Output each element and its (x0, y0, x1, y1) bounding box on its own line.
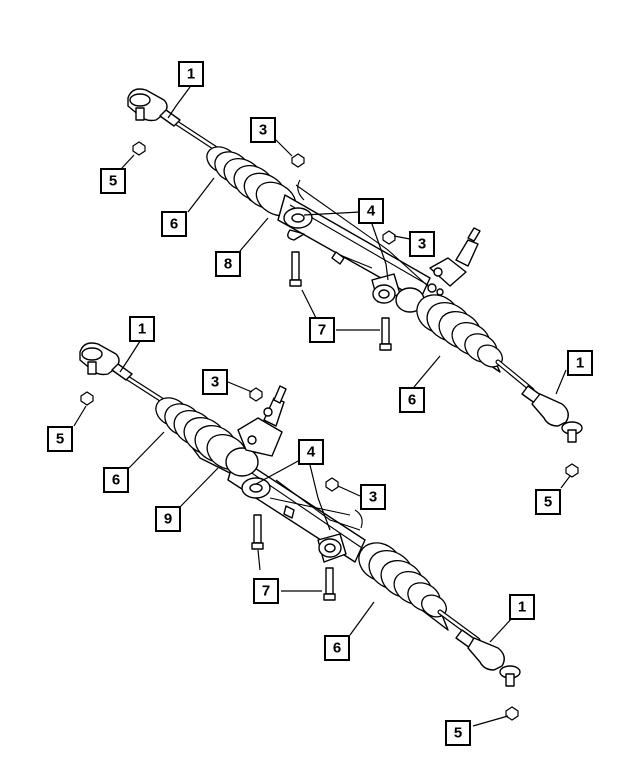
boot-lower-left (155, 397, 248, 479)
callout-label: 5 (544, 494, 552, 511)
rack-housing-lower (225, 385, 366, 563)
upper-rack-assembly (127, 88, 583, 478)
bolt-upper-a (289, 251, 302, 287)
callout-box: 1 (509, 594, 535, 620)
callout-label: 4 (367, 203, 376, 220)
callout-box: 6 (324, 635, 350, 661)
nut-upper-a (291, 153, 305, 168)
callout-label: 1 (518, 599, 526, 616)
leader-lines (73, 86, 571, 727)
callout-label: 7 (262, 583, 270, 600)
tie-rod-end-upper-left (127, 88, 181, 127)
tie-rod-end-lower-right (455, 629, 521, 687)
callout-label: 9 (164, 511, 172, 528)
callout-label: 1 (187, 66, 195, 83)
bolt-lower-a (251, 514, 264, 550)
callout-box: 3 (250, 117, 276, 143)
callout-box: 6 (103, 467, 129, 493)
callout-label: 7 (318, 322, 326, 339)
boot-upper-right (416, 294, 503, 373)
callout-label: 3 (259, 122, 267, 139)
callout-label: 5 (56, 431, 64, 448)
boot-upper-left (206, 146, 297, 221)
callout-label: 3 (418, 236, 426, 253)
callout-label: 6 (112, 472, 120, 489)
boot-lower-right (358, 542, 449, 631)
callout-label: 3 (369, 489, 377, 506)
callout-box: 5 (535, 489, 561, 515)
callout-box: 3 (409, 231, 435, 257)
nut-lower-d (505, 706, 519, 721)
nut-upper-c (132, 141, 146, 156)
callout-box: 9 (155, 506, 181, 532)
callout-label: 4 (307, 444, 316, 461)
tie-rod-end-lower-left (79, 342, 133, 381)
lower-rack-assembly (79, 342, 521, 721)
callout-box: 1 (567, 350, 593, 376)
callout-box: 3 (360, 484, 386, 510)
callouts: 1 3 5 6 4 3 8 7 6 1 5 1 3 5 6 4 9 3 7 6 … (47, 61, 593, 746)
callout-box: 3 (202, 369, 228, 395)
nut-lower-b (325, 477, 339, 492)
callout-box: 7 (253, 578, 279, 604)
callout-box: 4 (358, 198, 384, 224)
callout-box: 5 (100, 168, 126, 194)
callout-box: 5 (445, 720, 471, 746)
nut-upper-d (565, 463, 579, 478)
callout-box: 7 (309, 317, 335, 343)
callout-box: 8 (215, 251, 241, 277)
callout-label: 1 (576, 355, 584, 372)
callout-box: 5 (47, 426, 73, 452)
callout-box: 6 (161, 211, 187, 237)
callout-box: 1 (129, 316, 155, 342)
bolt-lower-b (323, 567, 336, 601)
rack-housing-upper (277, 179, 481, 313)
callout-label: 6 (408, 392, 416, 409)
callout-box: 4 (298, 439, 324, 465)
callout-label: 3 (211, 374, 219, 391)
callout-label: 6 (333, 640, 341, 657)
callout-box: 6 (399, 387, 425, 413)
callout-label: 1 (138, 321, 146, 338)
bolt-upper-b (379, 317, 392, 351)
tie-rod-end-upper-right (521, 385, 583, 443)
nut-upper-b (382, 230, 396, 245)
nut-lower-c (80, 391, 94, 406)
callout-label: 5 (109, 173, 117, 190)
callout-box: 1 (178, 61, 204, 87)
callout-label: 5 (454, 725, 462, 742)
callout-label: 8 (224, 256, 232, 273)
callout-label: 6 (170, 216, 178, 233)
nut-lower-a (249, 387, 263, 402)
